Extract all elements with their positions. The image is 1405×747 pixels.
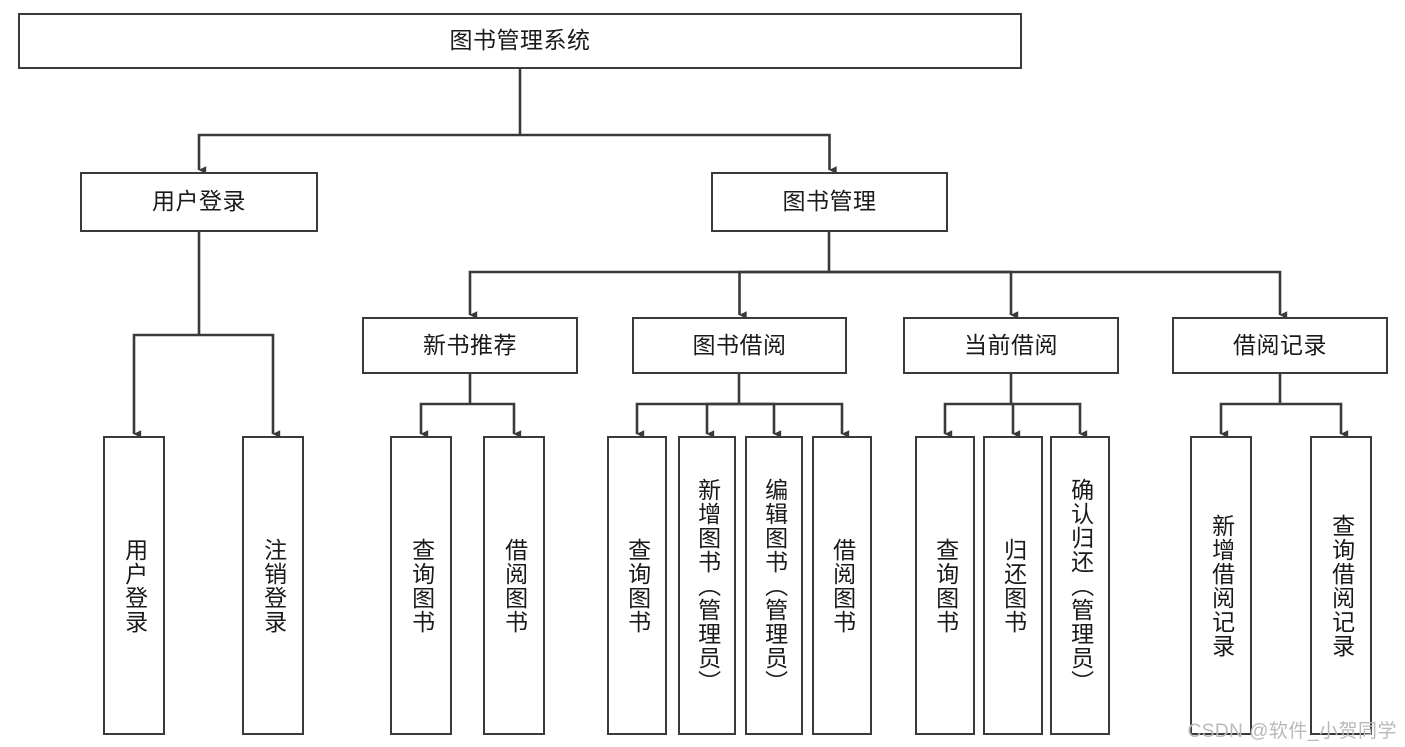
connector-l3-0-to-leaf-3: [470, 402, 522, 438]
node-label: 注销登录: [260, 537, 287, 634]
connector-l3-1-to-leaf-6: [739, 402, 782, 438]
node-box-leaf-7[interactable]: 借阅图书: [812, 436, 872, 735]
node-box-l3-3[interactable]: 借阅记录: [1172, 317, 1388, 374]
connector-root-to-l2-0: [197, 133, 520, 174]
node-label: 查询图书: [408, 537, 435, 634]
node-label: 用户登录: [121, 537, 148, 634]
node-box-leaf-1[interactable]: 注销登录: [242, 436, 304, 735]
connector-l3-0-to-leaf-2: [419, 402, 470, 438]
connector-l3-1-to-leaf-7: [739, 402, 850, 438]
node-label: 借阅图书: [501, 537, 528, 634]
connector-l3-3-to-leaf-11: [1219, 402, 1280, 438]
node-label: 借阅记录: [1233, 331, 1327, 358]
node-box-leaf-12[interactable]: 查询借阅记录: [1310, 436, 1372, 735]
node-label: 图书管理系统: [449, 27, 591, 54]
connector-l2-1-to-l3-0: [468, 270, 829, 319]
node-label: 当前借阅: [964, 331, 1058, 358]
node-label: 归还图书: [1000, 537, 1027, 634]
node-box-leaf-4[interactable]: 查询图书: [607, 436, 667, 735]
csdn-watermark: CSDN @软件_小贺同学: [1187, 721, 1397, 742]
node-label: 借阅图书: [829, 537, 856, 634]
connector-l3-2-to-leaf-8: [943, 402, 1011, 438]
node-box-leaf-5[interactable]: 新增图书（管理员）: [678, 436, 736, 735]
node-label: 图书管理: [782, 188, 877, 215]
node-label: 新书推荐: [423, 331, 517, 358]
node-label: 查询图书: [624, 537, 651, 634]
connector-l2-1-to-l3-1: [738, 270, 829, 319]
node-box-l3-1[interactable]: 图书借阅: [632, 317, 847, 374]
node-box-leaf-11[interactable]: 新增借阅记录: [1190, 436, 1252, 735]
node-box-leaf-9[interactable]: 归还图书: [983, 436, 1043, 735]
connector-l2-0-to-leaf-0: [132, 333, 199, 438]
node-label: 用户登录: [152, 188, 246, 215]
node-box-leaf-8[interactable]: 查询图书: [915, 436, 975, 735]
connector-l2-1-to-l3-2: [829, 270, 1019, 319]
node-box-leaf-3[interactable]: 借阅图书: [483, 436, 545, 735]
node-box-leaf-0[interactable]: 用户登录: [103, 436, 165, 735]
node-box-leaf-2[interactable]: 查询图书: [390, 436, 452, 735]
connector-l3-2-to-leaf-10: [1011, 402, 1088, 438]
node-box-l2-1[interactable]: 图书管理: [711, 172, 948, 232]
node-box-root[interactable]: 图书管理系统: [18, 13, 1022, 69]
connector-l3-2-to-leaf-9: [1011, 402, 1021, 438]
connector-l2-1-to-l3-3: [829, 270, 1288, 319]
connector-l3-1-to-leaf-4: [635, 402, 739, 438]
connector-root-to-l2-1: [520, 133, 837, 174]
node-box-leaf-10[interactable]: 确认归还（管理员）: [1050, 436, 1110, 735]
node-box-l2-0[interactable]: 用户登录: [80, 172, 318, 232]
connector-l2-0-to-leaf-1: [199, 333, 281, 438]
connector-l3-1-to-leaf-5: [705, 402, 739, 438]
node-label: 新增借阅记录: [1208, 513, 1235, 658]
node-box-leaf-6[interactable]: 编辑图书（管理员）: [745, 436, 803, 735]
node-box-l3-2[interactable]: 当前借阅: [903, 317, 1119, 374]
connector-l3-3-to-leaf-12: [1280, 402, 1349, 438]
node-label: 编辑图书（管理员）: [761, 477, 788, 694]
node-label: 查询借阅记录: [1328, 513, 1355, 658]
node-label: 图书借阅: [692, 331, 787, 358]
node-box-l3-0[interactable]: 新书推荐: [362, 317, 578, 374]
node-label: 新增图书（管理员）: [694, 477, 721, 694]
node-label: 确认归还（管理员）: [1067, 477, 1094, 694]
node-label: 查询图书: [932, 537, 959, 634]
